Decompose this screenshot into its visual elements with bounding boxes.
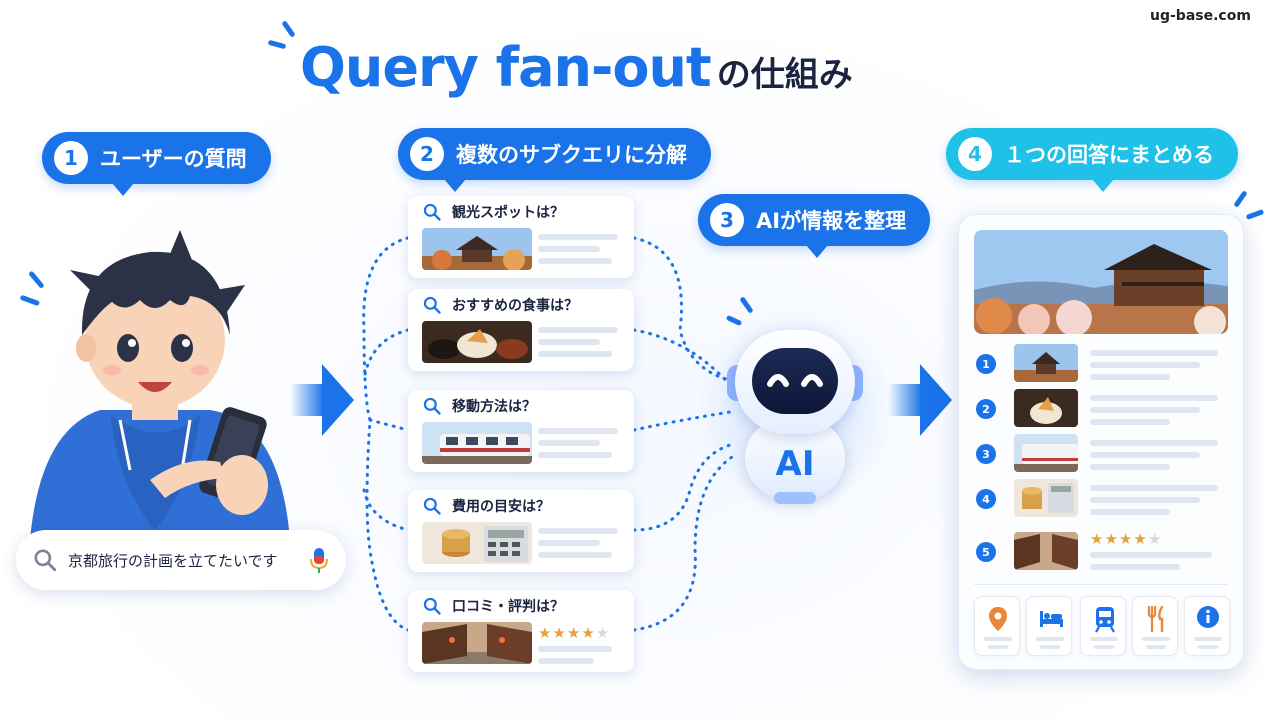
subquery-text: おすすめの食事は？ <box>452 298 578 314</box>
subquery-card[interactable]: 移動方法は？ <box>408 390 634 472</box>
accent-mark <box>281 20 296 38</box>
item-number: 4 <box>976 489 996 509</box>
fork-knife-icon <box>1147 605 1164 633</box>
info-tile[interactable] <box>1184 596 1230 656</box>
accent-mark <box>1245 209 1265 220</box>
robot-base <box>774 492 816 504</box>
step-label: AIが情報を整理 <box>756 209 907 233</box>
accent-mark <box>267 39 287 50</box>
rating-stars: ★ ★ ★ ★ ★ <box>1090 532 1161 547</box>
subquery-card[interactable]: 口コミ・評判は？ ★ ★ ★ ★ ★ <box>408 590 634 672</box>
coins-calculator-photo <box>1014 479 1078 517</box>
search-bar[interactable]: 京都旅行の計画を立てたいです <box>16 530 346 590</box>
step-2-bubble: 2 複数のサブクエリに分解 <box>398 128 711 192</box>
accent-mark <box>1233 190 1248 208</box>
step-number: 3 <box>710 203 744 237</box>
star-icon: ★ <box>1147 530 1162 548</box>
robot-face <box>752 348 838 414</box>
search-query[interactable]: 京都旅行の計画を立てたいです <box>68 551 278 570</box>
subquery-card[interactable]: 観光スポットは？ <box>408 196 634 278</box>
item-number: 1 <box>976 354 996 374</box>
street-photo <box>1014 532 1078 570</box>
step-number: 4 <box>958 137 992 171</box>
star-icon: ★ <box>538 624 552 642</box>
rating-stars: ★ ★ ★ ★ ★ <box>538 626 609 641</box>
page-title: Query fan-out の仕組み <box>300 36 853 106</box>
microphone-icon[interactable] <box>308 546 330 574</box>
star-icon: ★ <box>566 624 581 642</box>
subquery-text: 口コミ・評判は？ <box>452 599 564 615</box>
step-1-bubble: 1 ユーザーの質問 <box>42 132 271 196</box>
arrow-right-icon <box>888 364 952 436</box>
item-number: 3 <box>976 444 996 464</box>
search-icon <box>423 597 441 615</box>
robot-eyes-icon <box>767 374 823 387</box>
search-icon <box>34 549 57 572</box>
train-icon <box>1095 607 1115 633</box>
star-icon: ★ <box>1104 530 1118 548</box>
food-photo <box>422 321 532 363</box>
street-photo <box>422 622 532 664</box>
step-3-bubble: 3 AIが情報を整理 <box>698 194 931 258</box>
connector-lines <box>362 236 737 632</box>
star-icon: ★ <box>1133 530 1147 548</box>
answer-item[interactable]: 4 <box>976 479 1226 519</box>
train-tile[interactable] <box>1080 596 1126 656</box>
subquery-text: 移動方法は？ <box>452 399 536 415</box>
bed-tile[interactable] <box>1026 596 1072 656</box>
subquery-text: 観光スポットは？ <box>452 205 564 221</box>
star-icon: ★ <box>1090 530 1104 548</box>
coins-calculator-photo <box>422 522 532 564</box>
fork-knife-tile[interactable] <box>1132 596 1178 656</box>
item-number: 2 <box>976 399 996 419</box>
step-number: 2 <box>410 137 444 171</box>
search-icon <box>423 397 441 415</box>
step-label: ユーザーの質問 <box>100 147 247 171</box>
temple-photo <box>974 230 1228 334</box>
search-icon <box>423 203 441 221</box>
answer-item[interactable]: 1 <box>976 344 1226 384</box>
subquery-card[interactable]: 費用の目安は？ <box>408 490 634 572</box>
search-icon <box>423 296 441 314</box>
answer-item[interactable]: 2 <box>976 389 1226 429</box>
train-photo <box>422 422 532 464</box>
temple-photo <box>1014 344 1078 382</box>
star-icon: ★ <box>595 624 610 642</box>
star-icon: ★ <box>552 624 566 642</box>
star-icon: ★ <box>581 624 595 642</box>
subquery-card[interactable]: おすすめの食事は？ <box>408 289 634 371</box>
answer-item[interactable]: 3 <box>976 434 1226 474</box>
step-number: 1 <box>54 141 88 175</box>
user-illustration <box>20 230 290 540</box>
step-label: 複数のサブクエリに分解 <box>456 143 687 167</box>
info-icon <box>1197 606 1219 628</box>
item-number: 5 <box>976 542 996 562</box>
bed-icon <box>1040 611 1063 627</box>
train-photo <box>1014 434 1078 472</box>
arrow-right-icon <box>290 364 354 436</box>
answer-item[interactable]: 5 ★ ★ ★ ★ ★ <box>976 532 1226 572</box>
map-pin-tile[interactable] <box>974 596 1020 656</box>
subquery-text: 費用の目安は？ <box>452 499 550 515</box>
robot-label: AI <box>775 444 815 484</box>
food-photo <box>1014 389 1078 427</box>
step-label: １つの回答にまとめる <box>1004 143 1214 167</box>
site-name: ug-base.com <box>1150 8 1251 24</box>
temple-photo <box>422 228 532 270</box>
divider <box>974 584 1228 585</box>
map-pin-icon <box>989 607 1007 631</box>
title-main: Query fan-out <box>300 36 712 99</box>
search-icon <box>423 497 441 515</box>
title-sub: の仕組み <box>716 55 853 95</box>
step-4-bubble: 4 １つの回答にまとめる <box>946 128 1238 192</box>
star-icon: ★ <box>1118 530 1133 548</box>
